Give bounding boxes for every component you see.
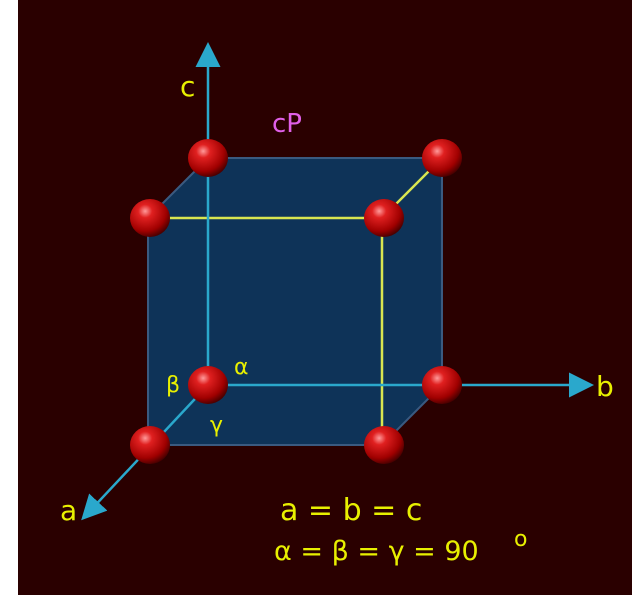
- atom-front-top-left: [130, 199, 170, 237]
- lattice-title: cP: [272, 109, 302, 139]
- beta-label: β: [166, 373, 180, 398]
- atom-front-top-right: [364, 199, 404, 237]
- gamma-label: γ: [210, 413, 223, 438]
- equation-angles: α = β = γ = 90: [274, 536, 479, 567]
- atom-back-top-left: [188, 139, 228, 177]
- atom-front-bottom-right: [364, 426, 404, 464]
- degree-symbol: o: [514, 527, 527, 552]
- atom-back-top-right: [422, 139, 462, 177]
- axis-b-label: b: [596, 370, 614, 403]
- atom-origin: [188, 366, 228, 404]
- equation-lengths: a = b = c: [280, 493, 422, 528]
- atoms: [130, 139, 462, 464]
- atom-front-bottom-left: [130, 426, 170, 464]
- axis-a-label: a: [60, 494, 77, 527]
- axis-c-label: c: [180, 70, 195, 103]
- alpha-label: α: [234, 355, 249, 380]
- atom-back-bottom-right: [422, 366, 462, 404]
